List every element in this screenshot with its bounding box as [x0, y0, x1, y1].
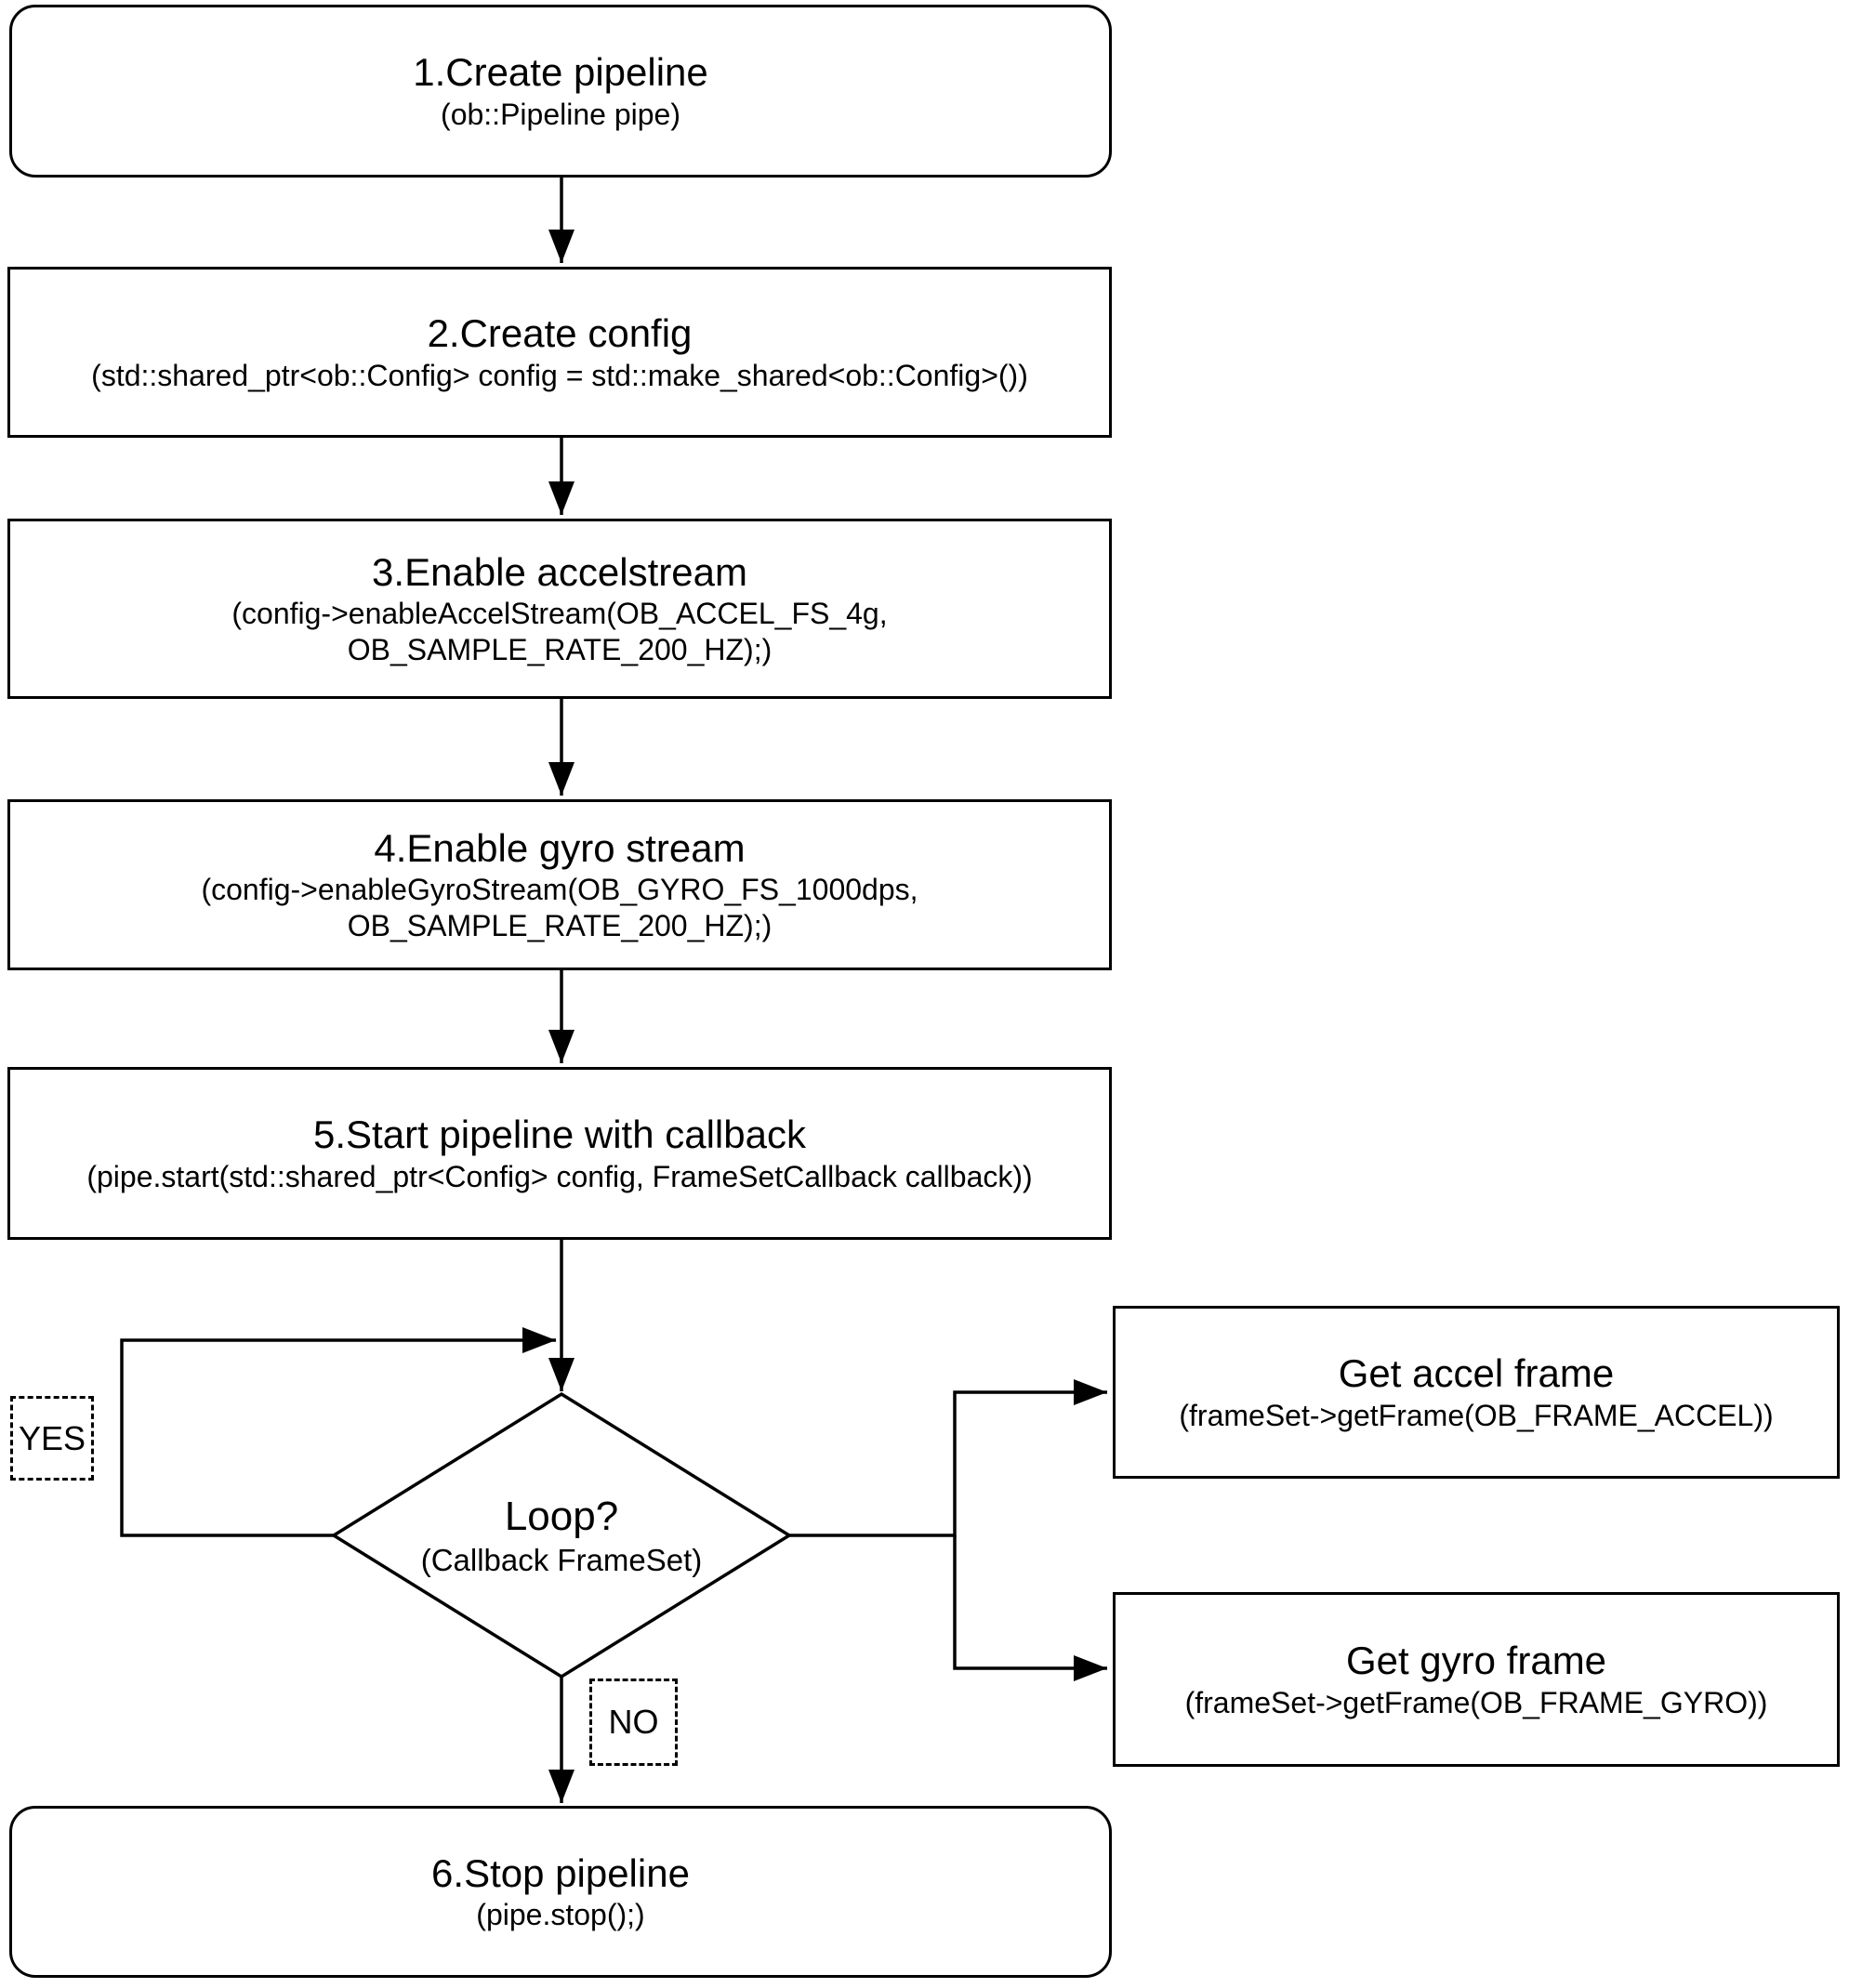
no-label-text: NO — [608, 1703, 659, 1741]
step-code-line: (pipe.start(std::shared_ptr<Config> conf… — [86, 1159, 1033, 1193]
get-gyro-frame-node: Get gyro frame (frameSet->getFrame(OB_FR… — [1113, 1592, 1840, 1767]
yes-branch-label: YES — [10, 1396, 94, 1481]
step-2-create-config-node: 2.Create config (std::shared_ptr<ob::Con… — [7, 267, 1112, 438]
step-4-enable-gyro-stream-node: 4.Enable gyro stream (config->enableGyro… — [7, 799, 1112, 970]
get-accel-frame-node: Get accel frame (frameSet->getFrame(OB_F… — [1113, 1306, 1840, 1479]
callback-title: Get gyro frame — [1345, 1639, 1607, 1683]
step-code-line: OB_SAMPLE_RATE_200_HZ);) — [347, 633, 773, 667]
callback-code-line: (frameSet->getFrame(OB_FRAME_GYRO)) — [1184, 1685, 1768, 1719]
step-3-enable-accelstream-node: 3.Enable accelstream (config->enableAcce… — [7, 519, 1112, 699]
step-title: 5.Start pipeline with callback — [313, 1112, 806, 1157]
step-code-line: (config->enableGyroStream(OB_GYRO_FS_100… — [201, 873, 918, 907]
no-branch-label: NO — [589, 1679, 678, 1766]
step-code-line: (pipe.stop();) — [476, 1898, 645, 1932]
step-code-line: (std::shared_ptr<ob::Config> config = st… — [91, 358, 1028, 392]
step-code-line: (ob::Pipeline pipe) — [441, 97, 680, 131]
step-title: 2.Create config — [427, 311, 693, 356]
yes-loop-connector — [120, 1327, 556, 1537]
step-title: 1.Create pipeline — [413, 50, 708, 95]
step-title: 6.Stop pipeline — [431, 1850, 690, 1895]
loop-decision-diamond — [330, 1391, 793, 1679]
step-title: 4.Enable gyro stream — [374, 825, 746, 870]
step-code-line: OB_SAMPLE_RATE_200_HZ);) — [347, 909, 773, 943]
arrow-decision-to-gyro — [953, 1535, 1107, 1681]
arrow-decision-to-accel — [789, 1379, 1107, 1537]
callback-title: Get accel frame — [1338, 1351, 1615, 1396]
step-5-start-pipeline-node: 5.Start pipeline with callback (pipe.sta… — [7, 1067, 1112, 1240]
callback-code-line: (frameSet->getFrame(OB_FRAME_ACCEL)) — [1179, 1398, 1774, 1432]
step-1-create-pipeline-node: 1.Create pipeline (ob::Pipeline pipe) — [9, 5, 1112, 178]
yes-label-text: YES — [18, 1418, 86, 1457]
step-title: 3.Enable accelstream — [372, 549, 747, 594]
step-6-stop-pipeline-node: 6.Stop pipeline (pipe.stop();) — [9, 1806, 1112, 1978]
step-code-line: (config->enableAccelStream(OB_ACCEL_FS_4… — [231, 597, 888, 631]
